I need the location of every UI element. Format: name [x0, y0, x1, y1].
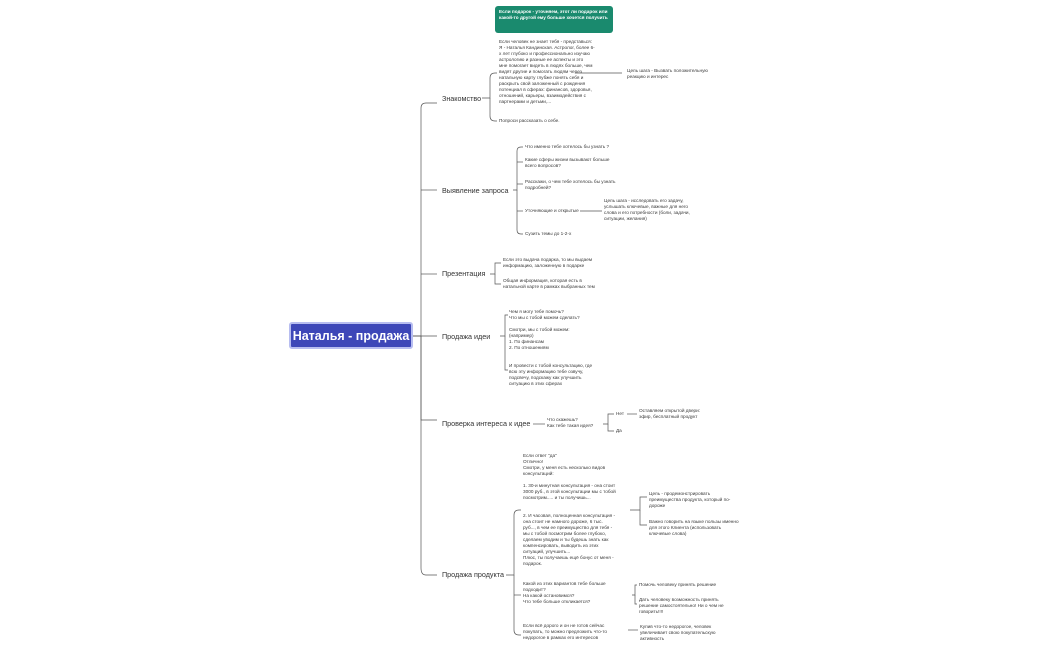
narrow-topics[interactable]: Сузить темы до 1-2-х — [525, 231, 572, 236]
interest-question[interactable]: Что скажешь? Как тебе такая идея? — [547, 417, 594, 428]
answer-yes[interactable]: Да — [616, 428, 622, 433]
idea-consultation[interactable]: И провести с тобой консультацию, где всю… — [509, 363, 593, 386]
cheaper-activity[interactable]: Купив что-то недорогое, человек увеличив… — [640, 624, 716, 641]
q-clarifying[interactable]: Уточняющие и открытые — [525, 208, 579, 213]
clarifying-goal[interactable]: Цель шага - исследовать его задачу, услы… — [604, 198, 690, 221]
offer-language[interactable]: Важно говорить на языке пользы именно дл… — [649, 519, 739, 536]
q-what-to-know[interactable]: Что именно тебе хотелось бы узнать ? — [525, 144, 610, 149]
choice-self-decide[interactable]: Дать человеку возможность принять решени… — [639, 597, 724, 614]
no-open-doors[interactable]: Оставляем открытой двери: эфир, бесплатн… — [639, 408, 701, 419]
branch-vyyavlenie[interactable]: Выявление запроса — [442, 186, 509, 195]
intro-goal[interactable]: Цель шага - Вызвать положительную реакци… — [627, 68, 708, 79]
branch-proverka[interactable]: Проверка интереса к идее — [442, 419, 531, 428]
q-life-spheres[interactable]: Какие сферы жизни вызывают больше всего … — [525, 157, 610, 168]
branch-znakomstvo[interactable]: Знакомство — [442, 94, 482, 103]
idea-help[interactable]: Чем я могу тебе помочь? Что мы с тобой м… — [509, 309, 580, 350]
answer-no[interactable]: Нет — [616, 411, 624, 416]
q-tell-more[interactable]: Расскажи, о чем тебе хотелось бы узнать … — [525, 179, 616, 190]
intro-text[interactable]: Если человек не знает тебя - представься… — [499, 39, 595, 104]
ask-about-self[interactable]: Попроси рассказать о себе. — [499, 118, 560, 123]
root-node[interactable]: Наталья - продажа — [289, 322, 413, 349]
branch-prodazha-idei[interactable]: Продажа идеи — [442, 332, 491, 341]
choice-help-decide[interactable]: Помочь человеку принять решение — [639, 582, 717, 587]
product-cheaper[interactable]: Если всё дорого и он не готов сейчас пок… — [523, 623, 608, 640]
product-offer[interactable]: Если ответ "да" Отлично! Смотри, у меня … — [523, 453, 616, 566]
branch-prodazha-produkta[interactable]: Продажа продукта — [442, 570, 504, 579]
general-info[interactable]: Общая информация, которая есть в натальн… — [503, 278, 595, 289]
gift-info[interactable]: Если это выдача подарка, то мы выдаем ин… — [503, 257, 593, 268]
note-card[interactable]: Если подарок - уточняем, этот ли подарок… — [495, 6, 613, 33]
branch-prezentaciya[interactable]: Презентация — [442, 269, 486, 278]
product-choice[interactable]: Какой из этих вариантов тебе больше подх… — [523, 581, 606, 604]
offer-goal[interactable]: Цель - продемонстрировать преимущества п… — [649, 491, 731, 508]
